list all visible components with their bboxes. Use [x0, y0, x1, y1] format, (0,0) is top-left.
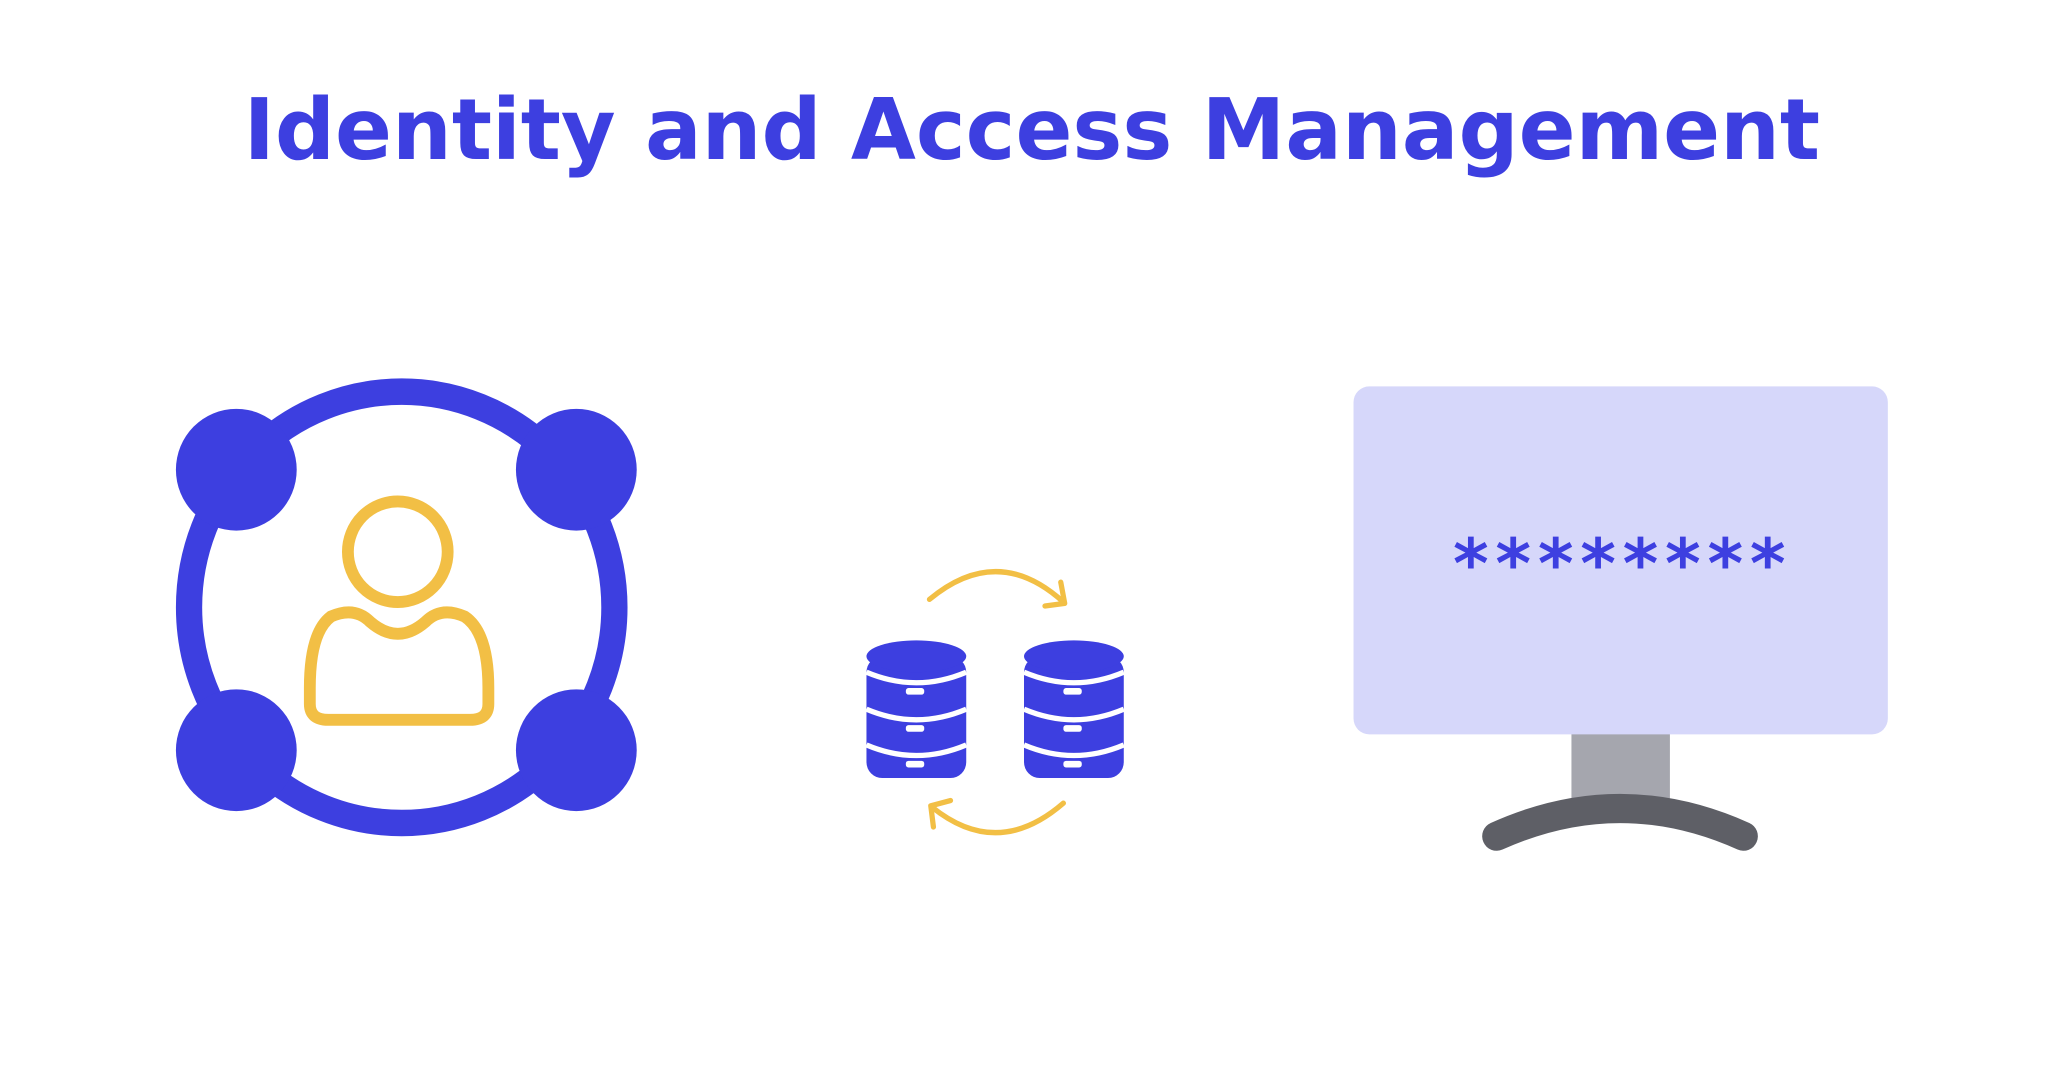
- monitor-screen: [1353, 386, 1888, 735]
- network-ring: [175, 378, 628, 837]
- password-mask: ********: [1450, 524, 1789, 604]
- database-sync-icon: [865, 569, 1125, 836]
- monitor-password-icon: ********: [1353, 386, 1888, 851]
- user-icon: [303, 495, 495, 726]
- network-node: [515, 689, 637, 812]
- monitor-stand: [1571, 727, 1670, 802]
- database-icon: [1022, 640, 1125, 779]
- sync-arrow-icon: [926, 569, 1068, 609]
- database-icon: [865, 640, 968, 779]
- network-node: [515, 408, 637, 531]
- user-network-icon: [175, 378, 637, 837]
- page-title: Identity and Access Management: [244, 80, 1820, 178]
- monitor-base: [1482, 793, 1758, 851]
- sync-arrow-icon: [928, 797, 1067, 836]
- network-node: [175, 408, 297, 531]
- network-node: [175, 689, 297, 812]
